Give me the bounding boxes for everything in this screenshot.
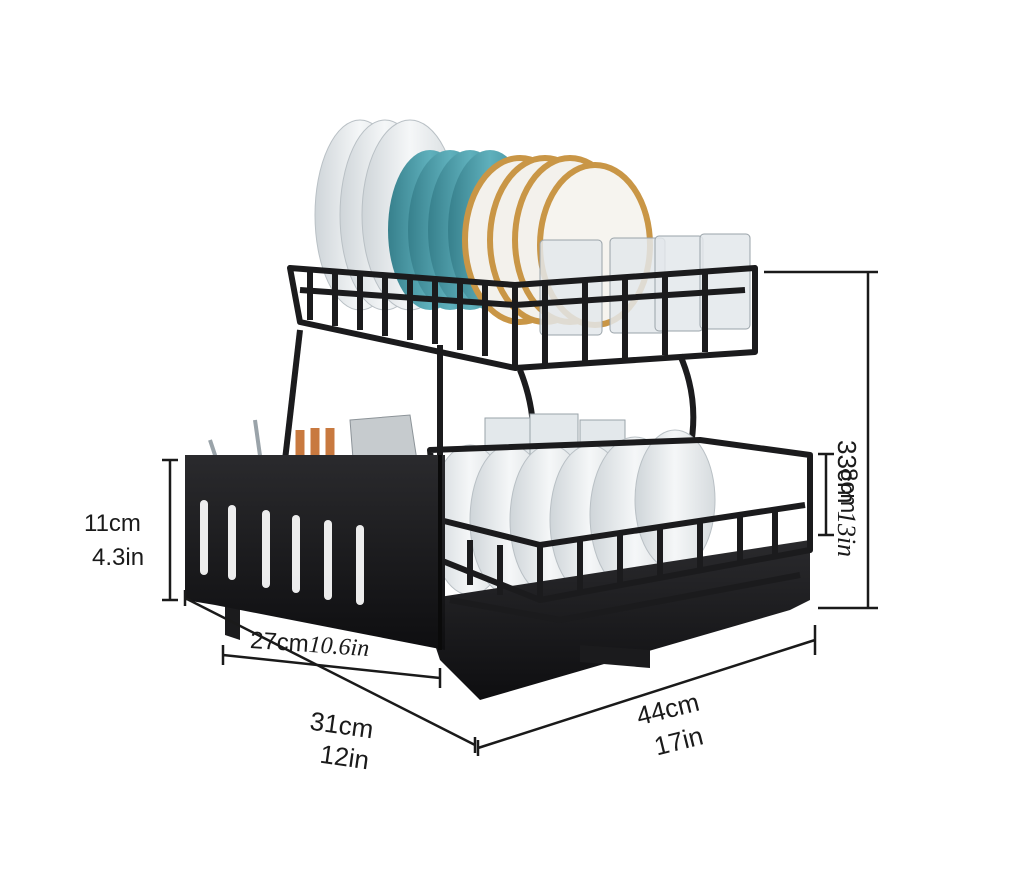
basket-height-cm: 11cm	[84, 510, 141, 537]
drip-tray	[225, 540, 810, 700]
utensil-holder	[185, 414, 445, 650]
basket-width-in: 10.6in	[307, 631, 371, 663]
basket-width-cm: 27cm	[249, 626, 310, 658]
dimension-lines	[162, 270, 878, 756]
upper-glasses	[539, 233, 751, 336]
gap-cm: 8cm	[835, 468, 862, 514]
gap-label: 8cm	[835, 468, 862, 514]
depth-in: 12in	[318, 738, 372, 776]
basket-height-in: 4.3in	[92, 544, 145, 571]
height-in: 13in	[832, 510, 861, 558]
